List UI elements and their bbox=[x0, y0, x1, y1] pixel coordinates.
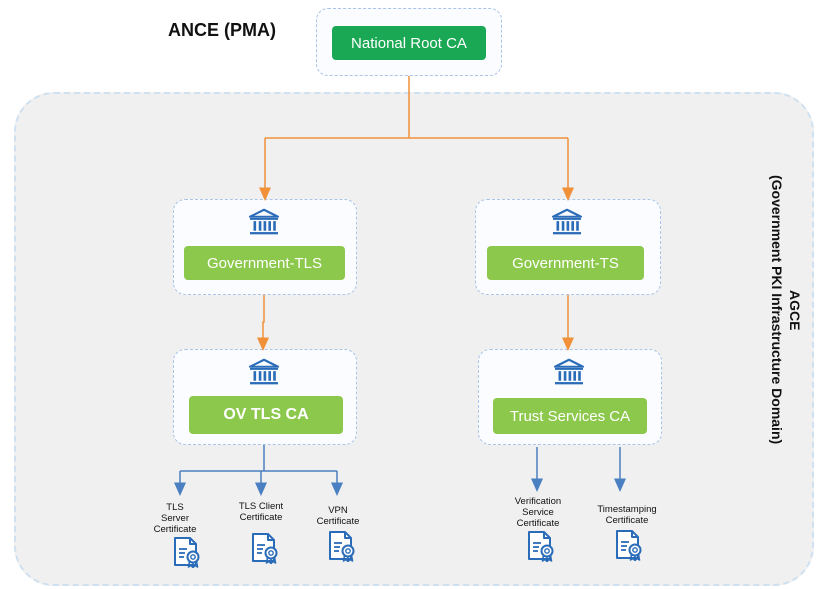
government-ts-node[interactable]: Government-TS bbox=[487, 246, 644, 280]
national-root-ca-node[interactable]: National Root CA bbox=[332, 26, 486, 60]
domain-label-line2: (Government PKI Infrastructure Domain) bbox=[769, 175, 785, 445]
bank-building-icon bbox=[553, 358, 585, 386]
tls-server-certificate-label: TLS Server Certificate bbox=[153, 502, 197, 535]
verification-service-certificate-label: Verification Service Certificate bbox=[514, 496, 562, 529]
vpn-certificate-label: VPN Certificate bbox=[316, 505, 360, 527]
arrow-to-ov-tls-ca bbox=[257, 295, 269, 351]
bank-building-icon bbox=[551, 208, 583, 236]
certificate-document-icon bbox=[329, 531, 355, 562]
certificate-document-icon bbox=[616, 530, 642, 561]
orange-connectors bbox=[257, 76, 574, 351]
blue-connectors bbox=[174, 445, 626, 496]
tls-client-certificate-label: TLS Client Certificate bbox=[238, 501, 284, 523]
domain-label-line1: AGCE bbox=[787, 289, 803, 331]
certificate-document-icon bbox=[252, 533, 278, 564]
certificate-document-icon bbox=[528, 531, 554, 562]
trust-services-ca-node[interactable]: Trust Services CA bbox=[493, 398, 647, 434]
bank-building-icon bbox=[248, 358, 280, 386]
domain-label: AGCE (Government PKI Infrastructure Doma… bbox=[760, 160, 804, 460]
ov-tls-ca-node[interactable]: OV TLS CA bbox=[189, 396, 343, 434]
agce-domain-area bbox=[14, 92, 814, 586]
certificate-document-icon bbox=[174, 537, 200, 568]
bank-building-icon bbox=[248, 208, 280, 236]
pma-label: ANCE (PMA) bbox=[168, 20, 276, 40]
government-tls-node[interactable]: Government-TLS bbox=[184, 246, 345, 280]
timestamping-certificate-label: Timestamping Certificate bbox=[597, 504, 657, 526]
